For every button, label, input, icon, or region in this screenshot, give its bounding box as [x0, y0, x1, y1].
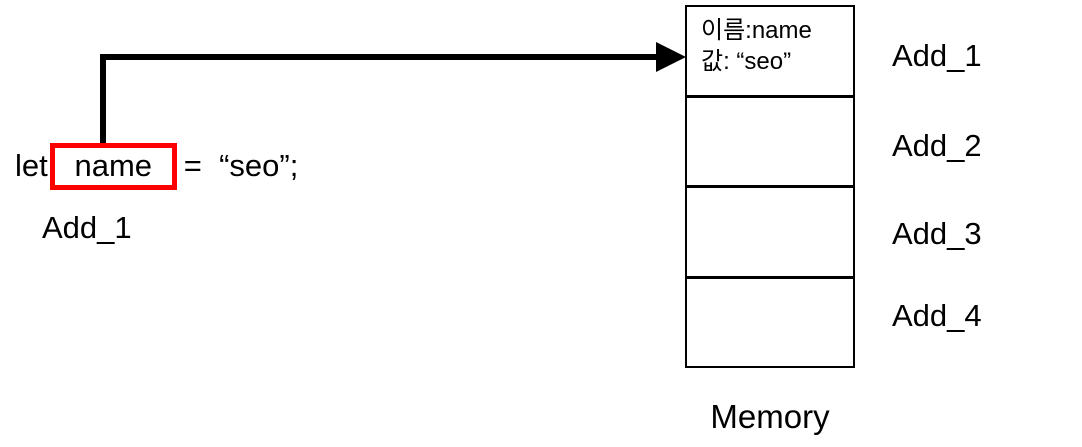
- memory-table: 이름:name 값: “seo”: [685, 5, 855, 368]
- memory-cell-4: [687, 279, 853, 367]
- code-address-label: Add_1: [42, 210, 132, 245]
- code-assignment: = “seo”;: [183, 148, 299, 183]
- address-label-4: Add_4: [892, 298, 982, 333]
- memory-cell-1-value: 값: “seo”: [701, 48, 792, 75]
- code-keyword: let: [15, 148, 48, 183]
- memory-cell-3: [687, 188, 853, 279]
- code-statement: let name = “seo”;: [15, 141, 298, 191]
- memory-cell-2: [687, 98, 853, 188]
- memory-cell-1: 이름:name 값: “seo”: [687, 7, 853, 98]
- address-label-3: Add_3: [892, 216, 982, 251]
- address-label-1: Add_1: [892, 38, 982, 73]
- address-label-2: Add_2: [892, 128, 982, 163]
- variable-highlight-box: name: [49, 142, 177, 190]
- memory-cell-1-name: 이름:name: [701, 17, 812, 44]
- memory-title: Memory: [710, 398, 830, 435]
- variable-name: name: [74, 148, 153, 183]
